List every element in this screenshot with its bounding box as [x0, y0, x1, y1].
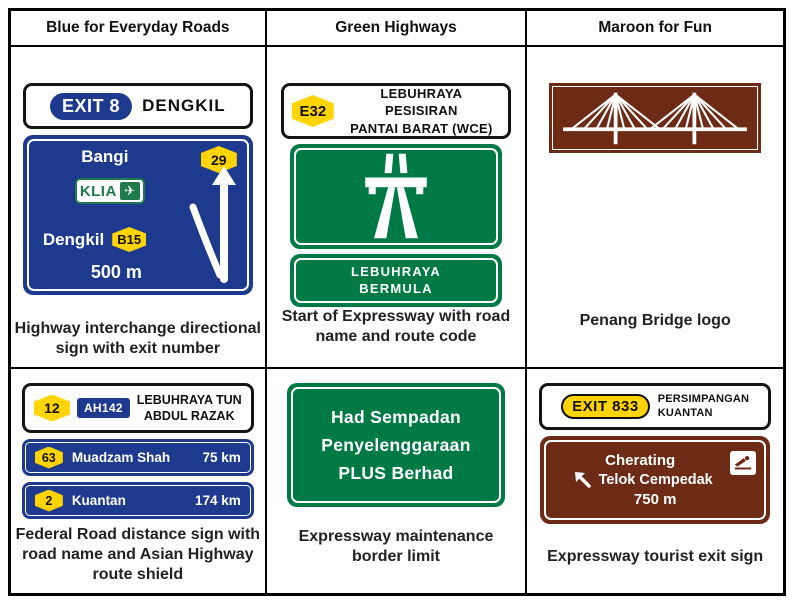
route-shield-63: 63 — [34, 446, 63, 469]
route-shield-12: 12 — [33, 394, 70, 422]
tourist-distance: 750 m — [633, 491, 677, 508]
federal-route-plate: 12 AH142 LEBUHRAYA TUN ABDUL RAZAK — [21, 383, 254, 433]
destination-name: Muadzam Shah — [71, 450, 171, 465]
destination-mid-row: Dengkil B15 — [42, 227, 147, 252]
destination-top: Bangi — [81, 147, 129, 166]
caption-tourist-exit: Expressway tourist exit sign — [547, 548, 764, 565]
cell-green-expressway-start: E32 LEBUHRAYA PESISIRAN PANTAI BARAT (WC… — [266, 45, 528, 367]
exit-fork-arrow-icon — [189, 166, 236, 283]
destination-mid: Dengkil — [42, 229, 105, 249]
motorway-symbol-sign — [289, 144, 502, 249]
cell-penang-bridge: Penang Bridge logo — [527, 45, 783, 367]
column-header-blue: Blue for Everyday Roads — [11, 11, 267, 45]
airport-panel: KLIA ✈ — [74, 178, 145, 204]
interchange-directional-sign: Bangi 29 KLIA ✈ Dengkil B15 500 m — [22, 135, 253, 295]
federal-road-name: LEBUHRAYA TUN ABDUL RAZAK — [137, 392, 242, 425]
destination-distance: 174 km — [195, 493, 241, 508]
up-left-arrow-icon — [574, 472, 591, 488]
exit-junction-line2: KUANTAN — [657, 406, 713, 419]
exit-833-badge: EXIT 833 — [561, 394, 650, 419]
route-shield-b15: B15 — [112, 227, 147, 252]
exit-plate-name: DENGKIL — [142, 96, 226, 115]
exit-junction-line1: PERSIMPANGAN — [657, 392, 750, 405]
federal-road-name-line2: ABDUL RAZAK — [143, 409, 235, 423]
column-header-green: Green Highways — [267, 11, 528, 45]
tourist-destination-sign: Cherating Telok Cempedak 750 m — [540, 436, 771, 524]
cell-maintenance-limit: Had Sempadan Penyelenggaraan PLUS Berhad… — [266, 367, 528, 593]
expressway-start-line1: LEBUHRAYA — [350, 264, 441, 280]
exit-833-plate: EXIT 833 PERSIMPANGAN KUANTAN — [539, 383, 772, 430]
destination-distance: 75 km — [202, 450, 241, 465]
caption-expressway-start: Start of Expressway with road name and r… — [281, 308, 511, 345]
wce-road-name-line2: PANTAI BARAT (WCE) — [350, 120, 493, 136]
destination-name: Kuantan — [71, 493, 126, 508]
airport-label: KLIA — [79, 182, 117, 200]
cell-blue-interchange: EXIT 8 DENGKIL Bangi 29 KLIA ✈ Dengkil B… — [11, 45, 267, 367]
swimming-area-icon — [730, 451, 757, 475]
maintenance-line3: PLUS Berhad — [338, 463, 454, 483]
exit-junction-name: PERSIMPANGAN KUANTAN — [658, 393, 749, 421]
maintenance-line2: Penyelenggaraan — [321, 435, 471, 455]
exit-number-badge: EXIT 8 — [50, 92, 133, 120]
route-shield-2: 2 — [34, 489, 63, 512]
caption-interchange: Highway interchange directional sign wit… — [14, 320, 261, 357]
caption-federal-distance: Federal Road distance sign with road nam… — [15, 526, 261, 583]
caption-maintenance: Expressway maintenance border limit — [298, 528, 494, 565]
wce-route-plate: E32 LEBUHRAYA PESISIRAN PANTAI BARAT (WC… — [280, 83, 511, 139]
expressway-start-sign: LEBUHRAYA BERMULA — [289, 253, 502, 307]
motorway-icon — [365, 154, 427, 239]
cell-federal-distance: 12 AH142 LEBUHRAYA TUN ABDUL RAZAK 63 Mu… — [11, 367, 267, 593]
cell-tourist-exit: EXIT 833 PERSIMPANGAN KUANTAN Cherating … — [527, 367, 783, 593]
federal-road-name-line1: LEBUHRAYA TUN — [136, 392, 242, 407]
airplane-icon: ✈ — [119, 182, 140, 200]
column-header-maroon: Maroon for Fun — [598, 19, 712, 36]
distance-bar-muadzam: 63 Muadzam Shah 75 km — [21, 439, 254, 476]
asian-highway-badge: AH142 — [76, 398, 130, 418]
distance-label: 500 m — [90, 262, 142, 282]
tourist-destination-2: Telok Cempedak — [598, 472, 713, 488]
route-shield-e32: E32 — [291, 95, 334, 127]
expressway-start-line2: BERMULA — [359, 281, 433, 297]
tourist-destination-1: Cherating — [605, 452, 676, 469]
distance-bar-kuantan: 2 Kuantan 174 km — [21, 482, 254, 519]
caption-penang-bridge: Penang Bridge logo — [579, 312, 731, 329]
penang-bridge-logo — [549, 83, 762, 153]
maintenance-border-sign: Had Sempadan Penyelenggaraan PLUS Berhad — [286, 383, 505, 507]
maintenance-line1: Had Sempadan — [330, 407, 461, 427]
tourist-destination-2-row: Telok Cempedak — [574, 471, 713, 489]
wce-road-name-line1: LEBUHRAYA PESISIRAN — [380, 85, 463, 119]
signs-table: Blue for Everyday Roads Green Highways M… — [8, 8, 786, 596]
wce-road-name: LEBUHRAYA PESISIRAN PANTAI BARAT (WCE) — [343, 85, 500, 138]
exit-number-plate: EXIT 8 DENGKIL — [22, 83, 253, 129]
bridge-icon — [563, 92, 748, 145]
